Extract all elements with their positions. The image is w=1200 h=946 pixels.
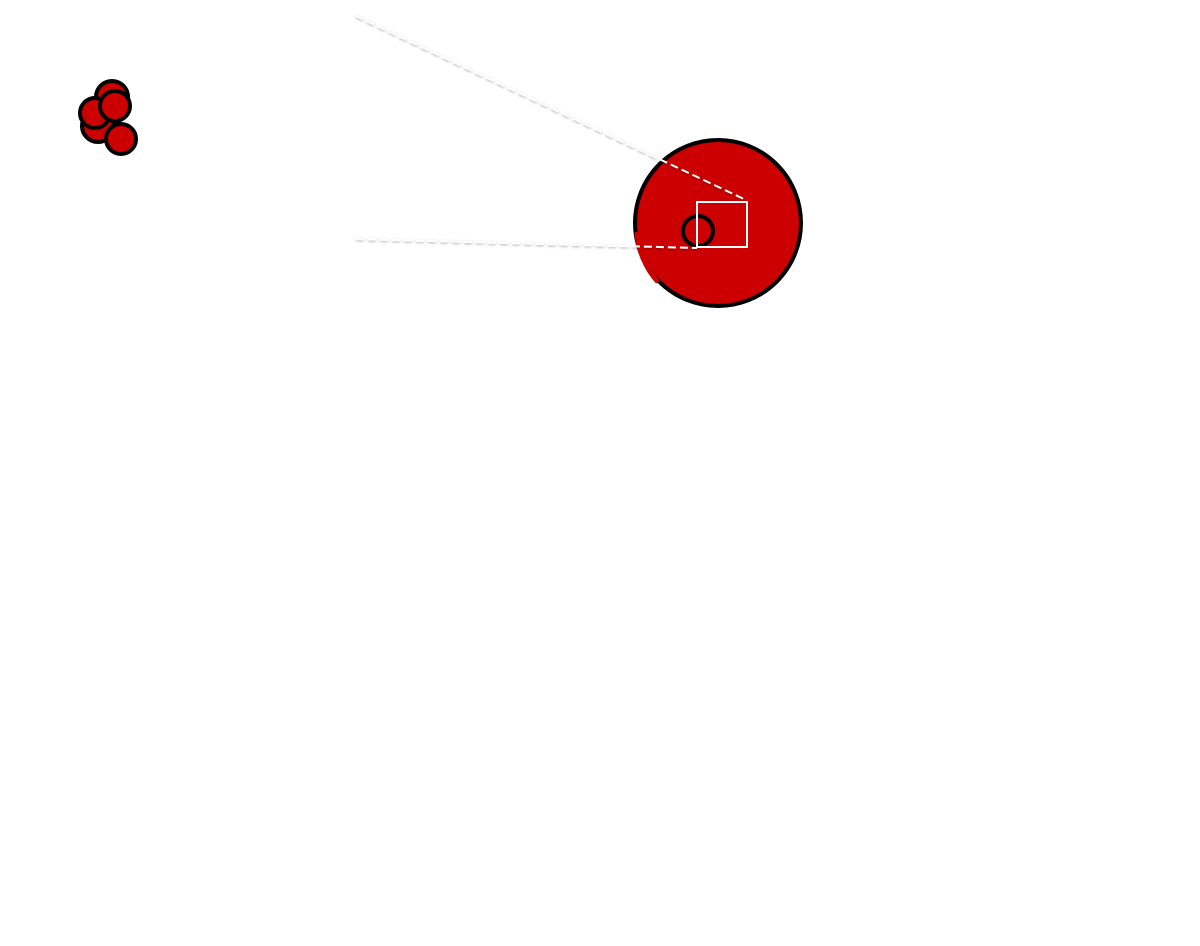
- zoom-line-lower: [355, 238, 698, 249]
- zoom-lines: [355, 15, 747, 249]
- magnified-view: [633, 138, 803, 308]
- zoom-rectangle: [696, 201, 748, 248]
- cluster-circle: [98, 89, 132, 123]
- cluster-circle: [104, 122, 138, 156]
- outline-gap: [634, 231, 660, 284]
- small-circle-cluster: [78, 79, 138, 156]
- large-circle: [633, 138, 803, 308]
- zoom-line-upper: [355, 15, 747, 201]
